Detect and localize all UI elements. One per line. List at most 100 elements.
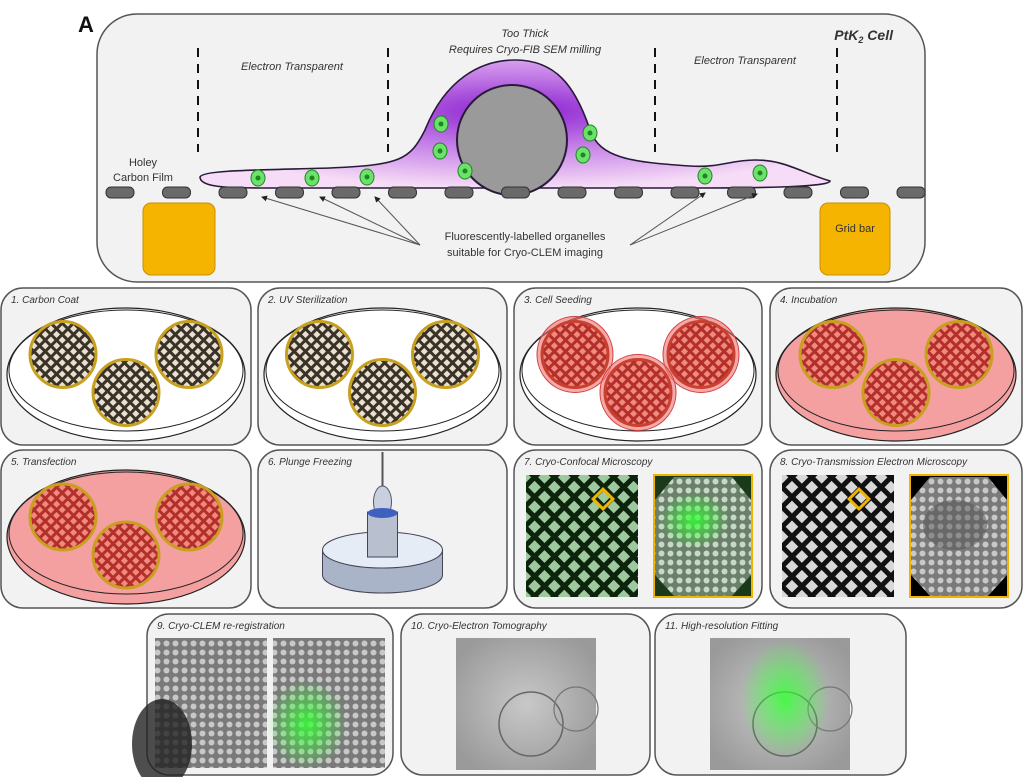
carbon-film-segment: [218, 186, 248, 199]
em-grid: [28, 320, 98, 389]
fluorescence-overlay: [267, 679, 347, 769]
em-grid: [91, 358, 161, 427]
film-label-1: Holey: [129, 157, 158, 169]
grid-overview: [526, 475, 638, 597]
em-grid: [154, 482, 224, 552]
organelle-core: [438, 121, 444, 127]
organelle-core: [255, 175, 261, 181]
carbon-film-segment: [105, 186, 135, 199]
em-grid: [924, 320, 994, 389]
step-label: 5. Transfection: [11, 457, 77, 468]
organelles-label-2: suitable for Cryo-CLEM imaging: [447, 247, 603, 259]
step-panel-11: 11. High-resolution Fitting: [654, 613, 907, 776]
ethane-cup: [367, 511, 398, 558]
em-grid: [154, 320, 224, 389]
carbon-film-segment: [727, 186, 756, 199]
petri-dish-rim: [777, 309, 1015, 432]
organelle-arrows: [261, 192, 758, 246]
organelle-core: [587, 130, 593, 136]
holey-carbon-film: [105, 186, 926, 199]
organelle-outline: [498, 691, 564, 757]
em-grid: [798, 320, 868, 389]
step-label: 11. High-resolution Fitting: [665, 621, 779, 632]
step-label: 10. Cryo-Electron Tomography: [411, 621, 548, 632]
selected-square-marker: [846, 486, 872, 512]
film-label-2: Carbon Film: [113, 172, 173, 184]
organelles-label-1: Fluorescently-labelled organelles: [445, 231, 606, 243]
dark-region: [132, 699, 192, 777]
step-panel-6: 6. Plunge Freezing: [257, 449, 508, 609]
organelle-core: [437, 148, 443, 154]
organelle-core: [580, 152, 586, 158]
step-label: 4. Incubation: [780, 295, 838, 306]
left-region-label: Electron Transparent: [241, 61, 344, 73]
carbon-film-segment: [275, 186, 304, 199]
em-grid: [91, 520, 161, 590]
step-label: 3. Cell Seeding: [524, 295, 592, 306]
panel-a: A PtK2 Cell Too Thick Requires Cryo-FIB …: [78, 12, 926, 283]
carbon-film-segment: [840, 186, 869, 199]
organelle-core: [309, 175, 315, 181]
step-panel-10: 10. Cryo-Electron Tomography: [400, 613, 651, 776]
region-dividers: [197, 48, 838, 152]
step-label: 6. Plunge Freezing: [268, 457, 352, 468]
carbon-film-segment: [162, 186, 191, 199]
carbon-film-segment: [670, 186, 700, 199]
step-panel-9: 9. Cryo-CLEM re-registration: [132, 613, 394, 777]
step-panel-5: 5. Transfection: [0, 449, 252, 609]
carbon-film-segment: [444, 186, 474, 199]
petri-dish-rim: [8, 471, 244, 595]
organelle-outline: [553, 686, 599, 732]
liquid-ethane: [367, 508, 398, 518]
panel-label: A: [78, 12, 94, 37]
step-panel-3: 3. Cell Seeding: [513, 287, 763, 446]
em-grid: [861, 358, 931, 427]
step-label: 8. Cryo-Transmission Electron Microscopy: [780, 457, 968, 468]
carbon-film-segment: [501, 186, 530, 199]
grid-bar-left: [142, 202, 216, 276]
step-panel-1: 1. Carbon Coat: [0, 287, 252, 446]
em-grid: [411, 320, 480, 389]
center-title-1: Too Thick: [501, 28, 549, 40]
carbon-film-segment: [896, 186, 926, 199]
step-label: 7. Cryo-Confocal Microscopy: [524, 457, 653, 468]
organelle-core: [702, 173, 708, 179]
em-grid: [603, 358, 673, 427]
step-panel-8: 8. Cryo-Transmission Electron Microscopy: [769, 449, 1023, 609]
cell-shadow: [923, 500, 987, 550]
carbon-film-segment: [557, 186, 587, 199]
carbon-film-segment: [388, 186, 417, 199]
organelle-core: [364, 174, 370, 180]
grid-bar-label: Grid bar: [835, 223, 875, 235]
carbon-film-segment: [783, 186, 813, 199]
em-grid: [28, 482, 98, 552]
tomogram-slice: [456, 638, 596, 770]
step-label: 2. UV Sterilization: [267, 295, 348, 306]
step-label: 9. Cryo-CLEM re-registration: [157, 621, 285, 632]
carbon-film-segment: [331, 186, 361, 199]
step-panel-4: 4. Incubation: [769, 287, 1023, 446]
petri-dish-rim: [8, 309, 244, 432]
em-grid: [348, 358, 417, 427]
nucleus: [456, 84, 568, 196]
center-title-2: Requires Cryo-FIB SEM milling: [449, 44, 602, 56]
workflow-steps: 1. Carbon Coat 2. UV Sterilization 3. Cell…: [0, 287, 1023, 777]
em-grid: [540, 320, 610, 389]
em-grid: [666, 320, 736, 389]
cell-type-label: PtK2 Cell: [834, 27, 894, 45]
step-panel-2: 2. UV Sterilization: [257, 287, 508, 446]
petri-dish-rim: [265, 309, 500, 432]
organelle-core: [462, 168, 468, 174]
grid-overview: [782, 475, 894, 597]
fitted-fluorescence: [740, 639, 830, 759]
step-label: 1. Carbon Coat: [11, 295, 80, 306]
fluorescence-signal: [659, 492, 729, 548]
organelle-core: [757, 170, 763, 176]
right-region-label: Electron Transparent: [694, 55, 797, 67]
em-grid: [285, 320, 354, 389]
grid-bar-right: [819, 202, 891, 276]
step-panel-7: 7. Cryo-Confocal Microscopy: [513, 449, 763, 609]
organelles: [250, 115, 768, 187]
selected-square-marker: [590, 486, 616, 512]
